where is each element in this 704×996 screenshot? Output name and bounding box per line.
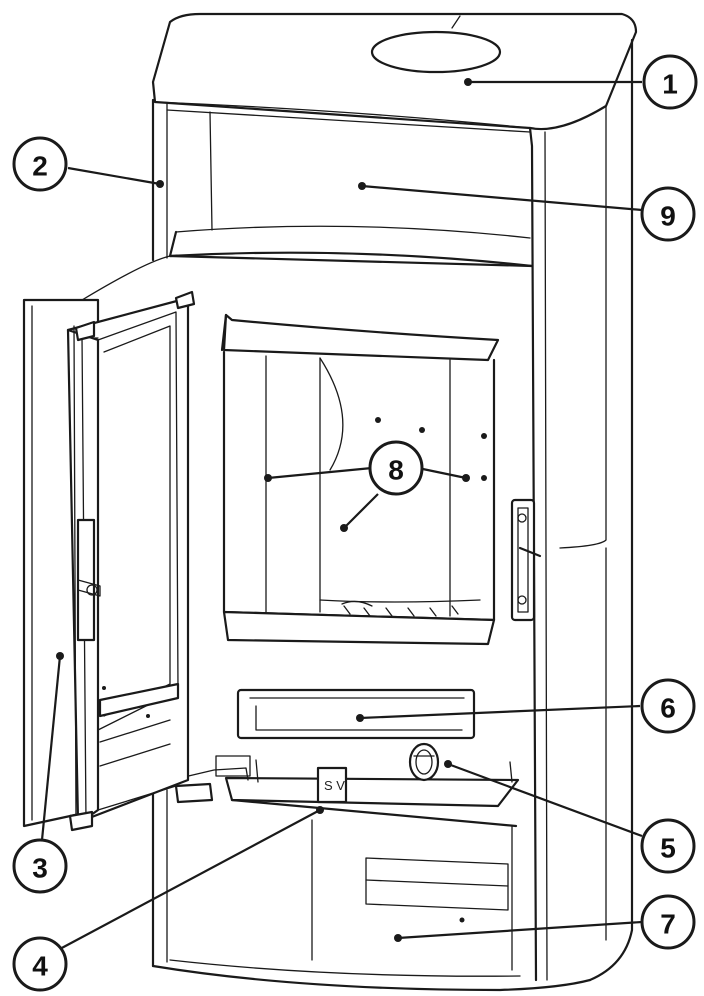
right-side-panel xyxy=(588,38,634,982)
callout-2: 2 xyxy=(12,136,68,192)
fire-chamber xyxy=(220,313,500,646)
ash-pan: S V xyxy=(224,742,520,828)
top-cover xyxy=(151,12,638,131)
callout-4: 4 xyxy=(12,936,68,992)
callout-5-label: 5 xyxy=(660,833,676,864)
callout-7-label: 7 xyxy=(660,909,676,940)
slider-marking: S V xyxy=(324,778,345,793)
callout-1: 1 xyxy=(642,54,698,110)
callout-3-label: 3 xyxy=(32,853,48,884)
open-door xyxy=(22,290,214,832)
callout-5: 5 xyxy=(640,818,696,874)
stove-body: S V xyxy=(81,12,638,992)
callout-9-label: 9 xyxy=(660,201,676,232)
primary-air-knob xyxy=(408,742,440,782)
upper-compartment-shelf xyxy=(175,225,531,239)
callout-8-label: 8 xyxy=(388,455,404,486)
flue-outlet xyxy=(370,30,502,74)
callout-1-label: 1 xyxy=(662,69,678,100)
callout-8: 8 xyxy=(368,440,424,496)
bottom-compartment xyxy=(151,819,592,992)
callout-3: 3 xyxy=(12,838,68,894)
door-handle xyxy=(510,498,542,622)
leader-lines xyxy=(40,78,643,951)
callout-9: 9 xyxy=(640,186,696,242)
callout-7: 7 xyxy=(640,894,696,950)
callout-2-label: 2 xyxy=(32,151,48,182)
callout-6-label: 6 xyxy=(660,693,676,724)
callout-6: 6 xyxy=(640,678,696,734)
callout-4-label: 4 xyxy=(32,951,48,982)
